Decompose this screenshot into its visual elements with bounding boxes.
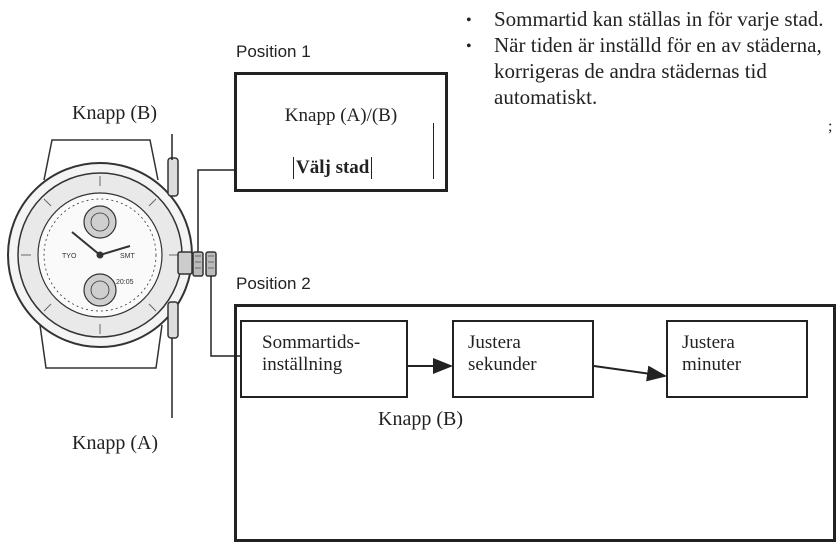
- position2-title: Position 2: [236, 274, 311, 293]
- watch-dial-label: TYO: [62, 253, 77, 260]
- watch-dial-label: SMT: [120, 253, 136, 260]
- stray-mark: ;: [828, 118, 833, 135]
- label-knapp-a: Knapp (A): [72, 432, 159, 454]
- step-justera-sekunder: Justera sekunder: [452, 320, 594, 398]
- connector-position1: [197, 169, 234, 252]
- position2-box: [234, 304, 836, 542]
- note-item: Sommartid kan ställas in för varje stad.: [466, 6, 826, 34]
- watch-illustration: [7, 139, 217, 369]
- step-sommartid: Sommartids- inställning: [240, 320, 408, 398]
- label-knapp-b: Knapp (B): [72, 102, 157, 124]
- label-knapp-b-flow: Knapp (B): [378, 408, 463, 430]
- position1-title: Position 1: [236, 42, 311, 61]
- flow-arrow-2: [593, 365, 667, 382]
- notes-list: Sommartid kan ställas in för varje stad.…: [466, 6, 826, 110]
- watch-dial-label: 20:05: [116, 279, 134, 286]
- note-item: När tiden är inställd för en av städerna…: [466, 32, 826, 110]
- connector-position2: [210, 276, 240, 357]
- position1-divider: [433, 123, 434, 179]
- position1-action-label: Välj stad: [293, 157, 373, 179]
- position1-box: Knapp (A)/(B) Välj stad: [234, 72, 448, 192]
- position1-buttons-label: Knapp (A)/(B): [284, 105, 398, 126]
- step-justera-minuter: Justera minuter: [666, 320, 808, 398]
